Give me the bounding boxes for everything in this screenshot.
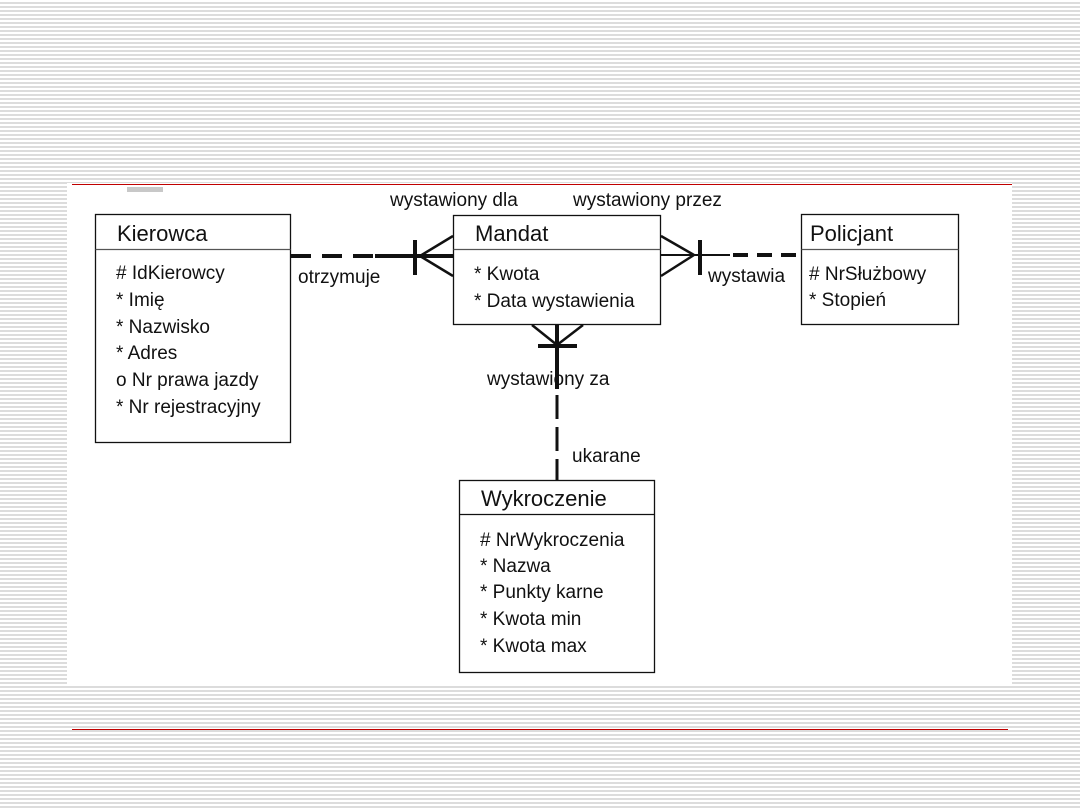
- relationship-kierowca-mandat[interactable]: otrzymuje: [291, 234, 454, 288]
- entity-kierowca[interactable]: Kierowca # IdKierowcy * Imię * Nazwisko …: [94, 213, 292, 444]
- entity-kierowca-title: Kierowca: [117, 221, 208, 246]
- kierowca-attribute: * Adres: [116, 343, 177, 364]
- crows-foot-line: [419, 254, 454, 278]
- relationship-mandat-policjant[interactable]: wystawia: [660, 234, 801, 287]
- label-ukarane: ukarane: [572, 446, 641, 467]
- kierowca-attribute: o Nr prawa jazdy: [116, 370, 259, 391]
- wykroczenie-attribute: # NrWykroczenia: [480, 530, 625, 551]
- entity-kierowca-box: [94, 213, 292, 444]
- top-accent-line: [72, 184, 1012, 185]
- label-wystawia: wystawia: [707, 266, 786, 287]
- crows-foot-line: [660, 253, 695, 278]
- kierowca-attribute: * Imię: [116, 290, 165, 311]
- entity-wykroczenie-box: [458, 479, 656, 674]
- entity-mandat-title: Mandat: [475, 221, 548, 246]
- entity-mandat[interactable]: Mandat * Kwota * Data wystawienia: [452, 214, 662, 326]
- crows-foot-line: [531, 324, 558, 346]
- entity-policjant-title: Policjant: [810, 221, 893, 246]
- entity-wykroczenie[interactable]: Wykroczenie # NrWykroczenia * Nazwa * Pu…: [458, 479, 656, 674]
- label-wystawiony-dla: wystawiony dla: [389, 190, 518, 211]
- relationship-mandat-wykroczenie[interactable]: wystawiony za ukarane: [486, 324, 641, 480]
- crows-foot-line: [660, 234, 695, 257]
- wykroczenie-attribute: * Kwota min: [480, 609, 581, 630]
- kierowca-attribute: * Nazwisko: [116, 317, 210, 338]
- policjant-attribute: * Stopień: [809, 290, 886, 311]
- crows-foot-line: [419, 234, 454, 258]
- mandat-attribute: * Data wystawienia: [474, 291, 635, 312]
- wykroczenie-attribute: * Nazwa: [480, 556, 551, 577]
- label-wystawiony-za: wystawiony za: [486, 369, 610, 390]
- entity-policjant[interactable]: Policjant # NrSłużbowy * Stopień: [800, 213, 960, 326]
- tiny-caption: [127, 187, 163, 192]
- policjant-attribute: # NrSłużbowy: [809, 264, 927, 285]
- kierowca-attribute: # IdKierowcy: [116, 263, 225, 284]
- label-wystawiony-przez: wystawiony przez: [572, 190, 722, 211]
- mandat-attribute: * Kwota: [474, 264, 540, 285]
- bottom-accent-line: [72, 729, 1008, 730]
- entity-wykroczenie-title: Wykroczenie: [481, 486, 607, 511]
- wykroczenie-attribute: * Punkty karne: [480, 582, 604, 603]
- crows-foot-line: [556, 324, 584, 346]
- entity-policjant-box: [800, 213, 960, 326]
- label-otrzymuje: otrzymuje: [298, 267, 380, 288]
- entity-mandat-box: [452, 214, 662, 326]
- kierowca-attribute: * Nr rejestracyjny: [116, 397, 261, 418]
- wykroczenie-attribute: * Kwota max: [480, 636, 587, 657]
